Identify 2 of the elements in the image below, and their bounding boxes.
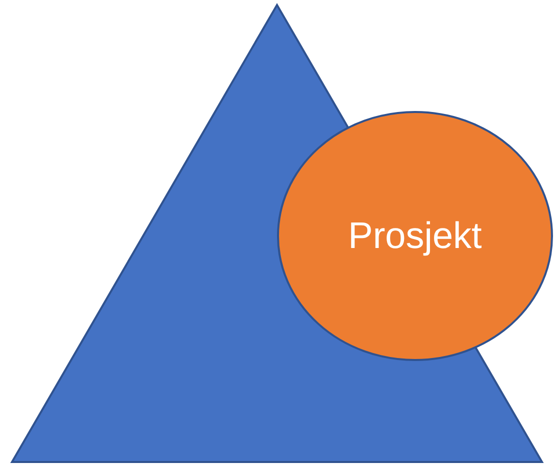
ellipse-shape xyxy=(278,112,552,360)
node-label: Prosjekt xyxy=(348,215,482,257)
